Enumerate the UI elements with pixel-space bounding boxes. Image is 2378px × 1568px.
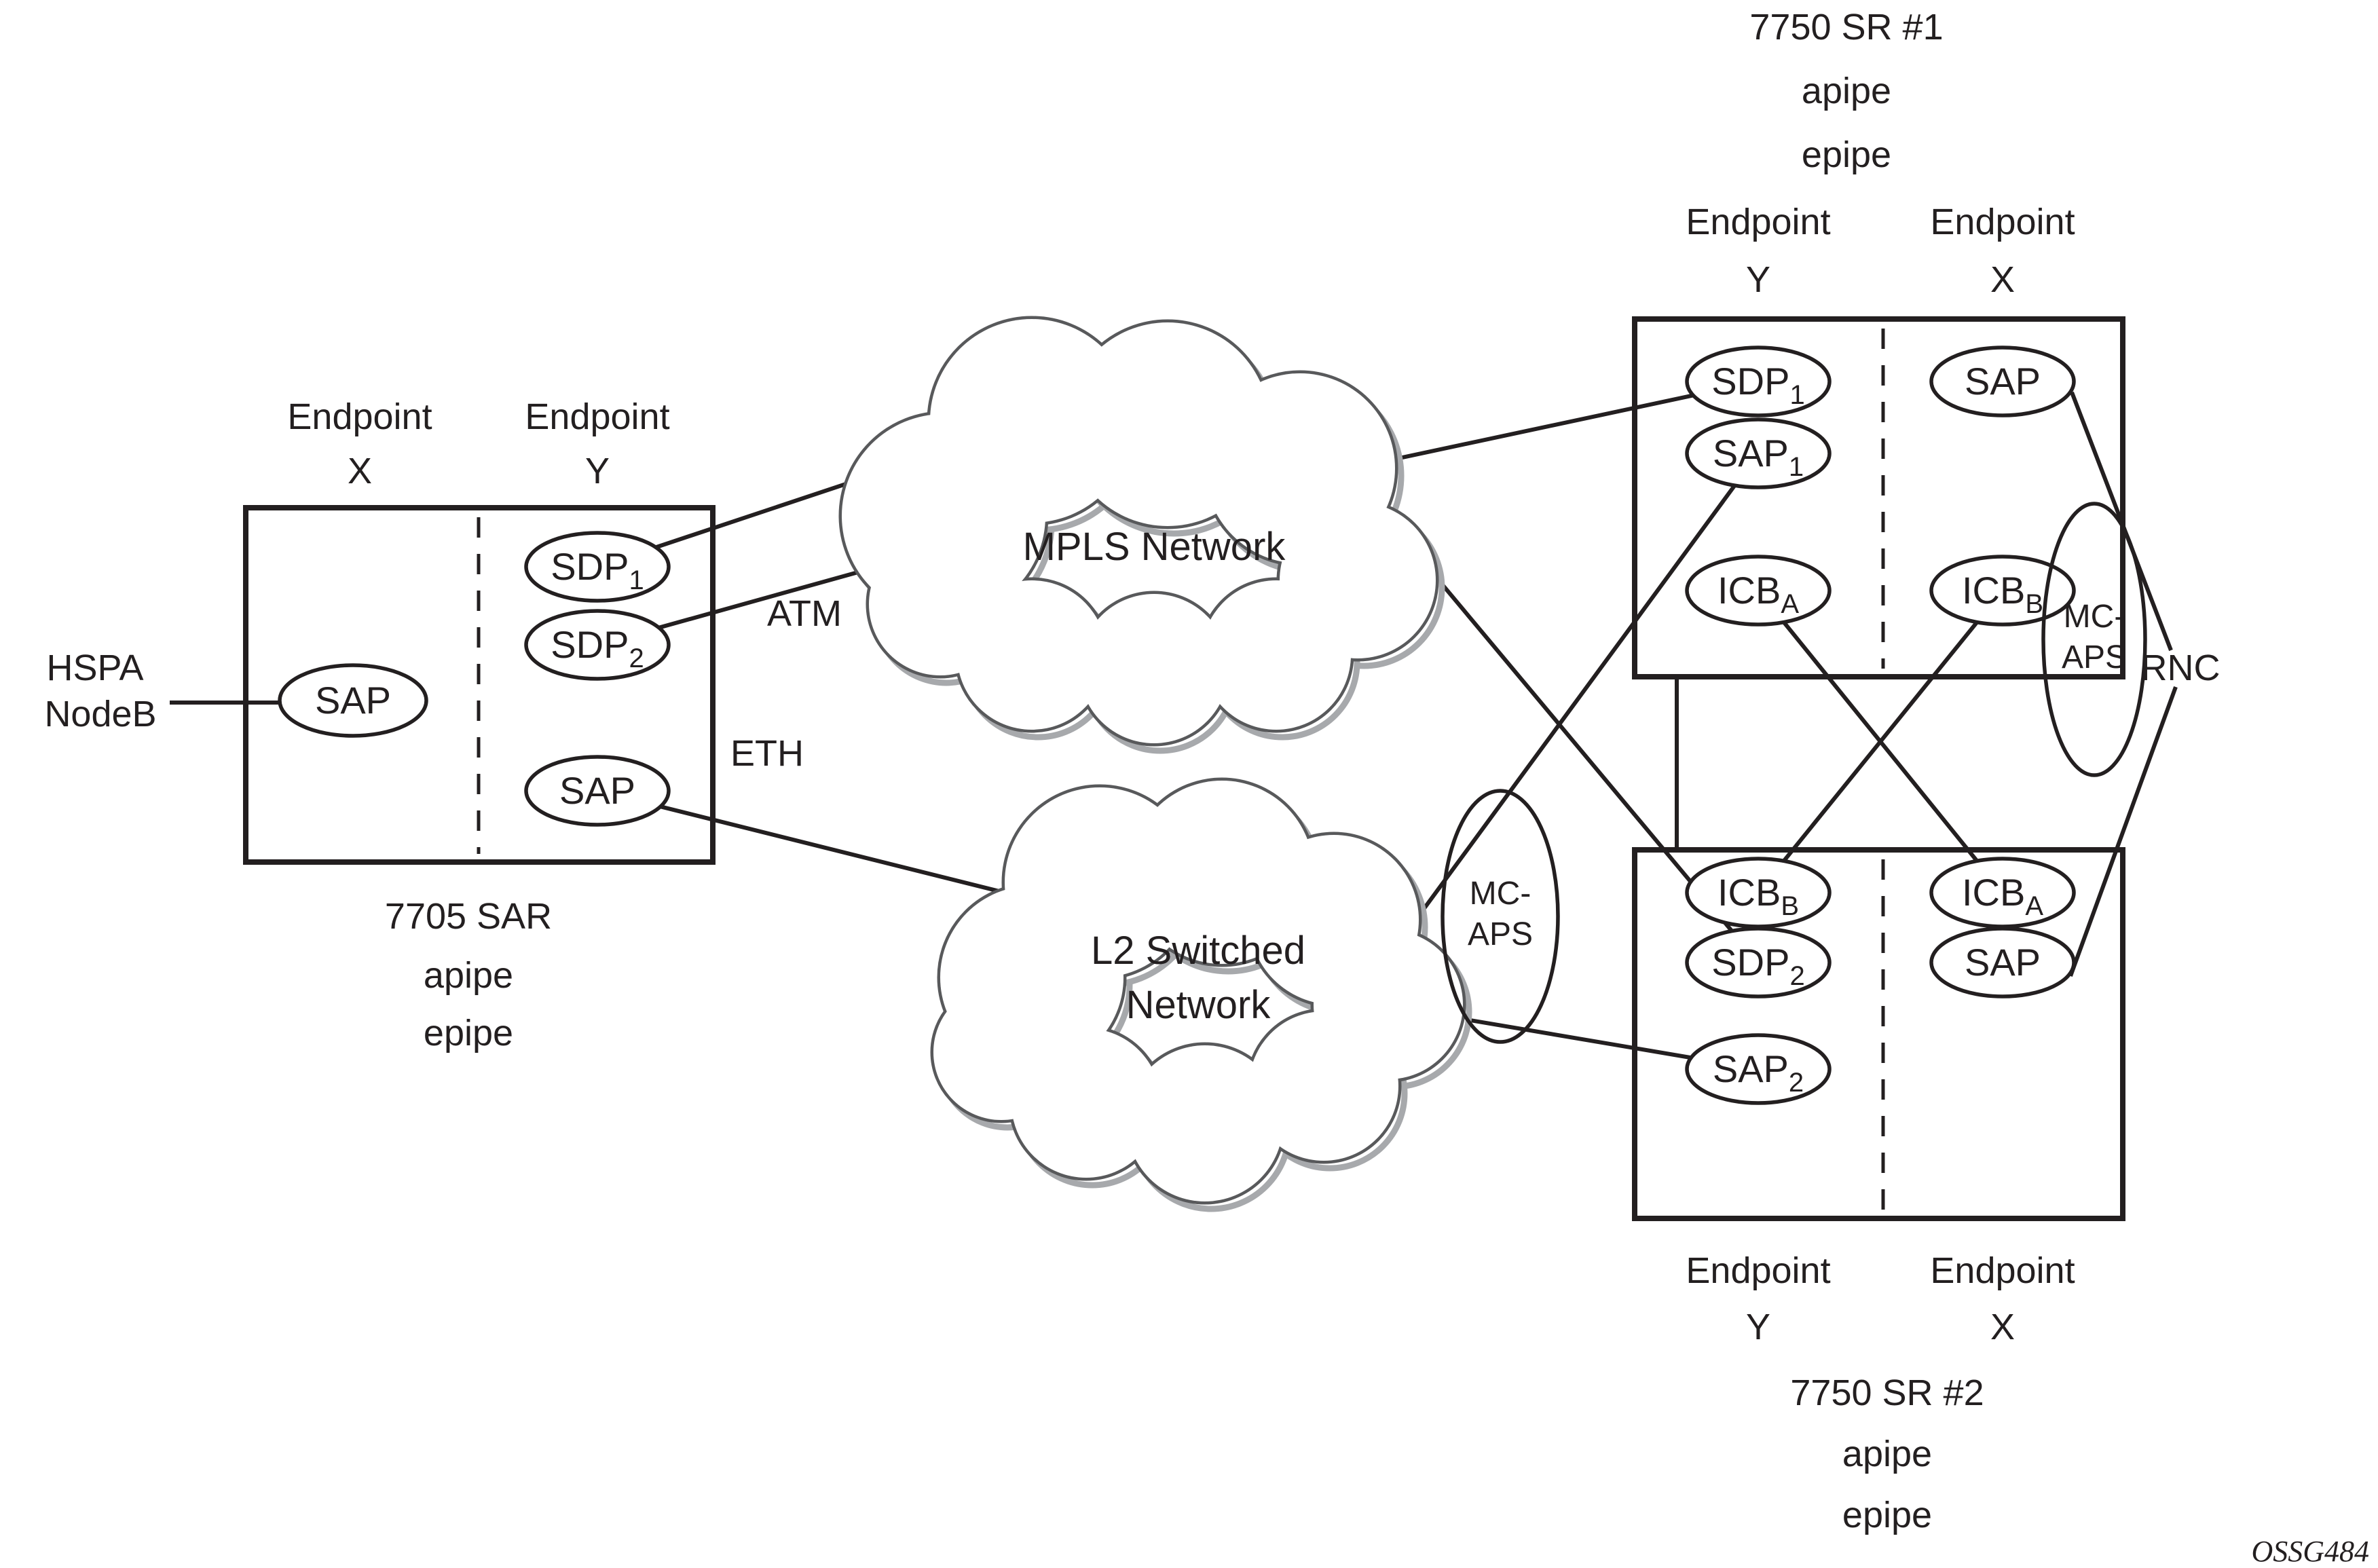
mc-aps-left-ellipse xyxy=(1441,789,1560,1044)
sar7705-sap-y-label: SAP xyxy=(559,769,635,812)
sr1-icbb-node xyxy=(1929,555,2076,627)
mc-aps-left-label-line2: APS xyxy=(1468,916,1533,952)
l2-cloud-label-line2: Network xyxy=(1126,983,1271,1027)
sr1-caption-apipe: apipe xyxy=(1802,71,1891,111)
sr1-endpoint-x-letter: X xyxy=(1990,259,2015,300)
sr2-endpoint-x-letter: X xyxy=(1990,1307,2015,1347)
wire-sr1-sap1-to-l2 xyxy=(1396,452,1760,945)
sr2-endpoint-y-letter: Y xyxy=(1746,1307,1770,1347)
wire-sapy-to-l2-eth xyxy=(597,789,1073,912)
l2-cloud-body xyxy=(933,781,1463,1201)
l2-cloud-label-line1: L2 Switched xyxy=(1091,929,1305,973)
mc-aps-left-label-line1: MC- xyxy=(1470,876,1531,912)
hspa-label-line1: HSPA xyxy=(46,648,143,688)
sr2-sap2-node xyxy=(1685,1033,1832,1105)
wire-icbb-sr1-to-icbb-sr2 xyxy=(1756,589,2005,894)
sar7705-sdp1-label: SDP1 xyxy=(551,545,644,595)
sr2-sap-node xyxy=(1929,927,2076,998)
sr1-caption-name: 7750 SR #1 xyxy=(1749,7,1943,48)
figure-id-label: OSSG484 xyxy=(2251,1535,2369,1568)
sar7705-sdp2-label: SDP2 xyxy=(551,623,644,673)
sar7705-sdp1-node xyxy=(524,531,671,603)
sar7705-caption-epipe: epipe xyxy=(424,1013,513,1053)
sr1-caption-epipe: epipe xyxy=(1802,134,1891,175)
sar7705-caption-name: 7705 SAR xyxy=(385,896,552,937)
sar7705-caption-apipe: apipe xyxy=(424,955,513,996)
sar7705-endpoint-y-word: Endpoint xyxy=(525,396,669,437)
sar7705-endpoint-x-letter: X xyxy=(348,451,372,491)
sr1-endpoint-y-word: Endpoint xyxy=(1686,202,1830,242)
sr2-sap2-label: SAP2 xyxy=(1713,1047,1804,1098)
mc-aps-right-ellipse xyxy=(2041,502,2147,777)
l2-cloud xyxy=(930,777,1472,1212)
sar7705-endpoint-y-letter: Y xyxy=(585,451,610,491)
sar7705-sap-x-node xyxy=(278,663,428,738)
sr2-caption-apipe: apipe xyxy=(1842,1434,1932,1474)
sr2-icba-label: ICBA xyxy=(1962,871,2043,921)
mpls-cloud-body xyxy=(842,319,1436,743)
sr2-sdp2-label: SDP2 xyxy=(1711,941,1804,991)
sr2-icbb-label: ICBB xyxy=(1717,871,1799,921)
sr2-sap-label: SAP xyxy=(1965,941,2041,984)
atm-link-label: ATM xyxy=(767,593,842,634)
sr1-endpoint-x-word: Endpoint xyxy=(1930,202,2075,242)
sr1-sdp1-label: SDP1 xyxy=(1711,360,1804,410)
sr1-endpoint-y-letter: Y xyxy=(1746,259,1770,300)
wire-sr2-sap-to-rnc xyxy=(2068,686,2178,977)
mc-aps-right-label-line1: MC- xyxy=(2064,599,2125,635)
sr2-sdp2-node xyxy=(1685,927,1832,998)
sr2-caption-name: 7750 SR #2 xyxy=(1790,1373,1984,1413)
sar7705-sap-x-label: SAP xyxy=(315,679,391,722)
sr1-sap1-node xyxy=(1685,417,1832,489)
sr1-icba-label: ICBA xyxy=(1717,569,1799,619)
mpls-cloud-label: MPLS Network xyxy=(1023,525,1286,569)
service-nodes xyxy=(278,346,2076,1105)
sar7705-sdp2-node xyxy=(524,609,671,681)
sr2-caption-epipe: epipe xyxy=(1842,1495,1932,1535)
sr1-icbb-label: ICBB xyxy=(1962,569,2043,619)
eth-link-label: ETH xyxy=(730,733,804,774)
rnc-label: RNC xyxy=(2141,648,2221,688)
mc-aps-right-label-line2: APS xyxy=(2062,639,2127,675)
sr2-icbb-node xyxy=(1685,857,1832,929)
sr1-sap-node xyxy=(1929,346,2076,417)
sr2-endpoint-x-word: Endpoint xyxy=(1930,1250,2075,1291)
mpls-cloud xyxy=(838,316,1445,754)
sr1-sdp1-node xyxy=(1685,346,1832,417)
sar7705-endpoint-x-word: Endpoint xyxy=(287,396,432,437)
sr1-sap1-label: SAP1 xyxy=(1713,432,1804,482)
sr1-sap-label: SAP xyxy=(1965,360,2041,403)
sar7705-sap-y-node xyxy=(524,755,671,827)
sr1-icba-node xyxy=(1685,555,1832,627)
hspa-label-line2: NodeB xyxy=(44,694,156,734)
sr2-icba-node xyxy=(1929,857,2076,929)
sr2-endpoint-y-word: Endpoint xyxy=(1686,1250,1830,1291)
